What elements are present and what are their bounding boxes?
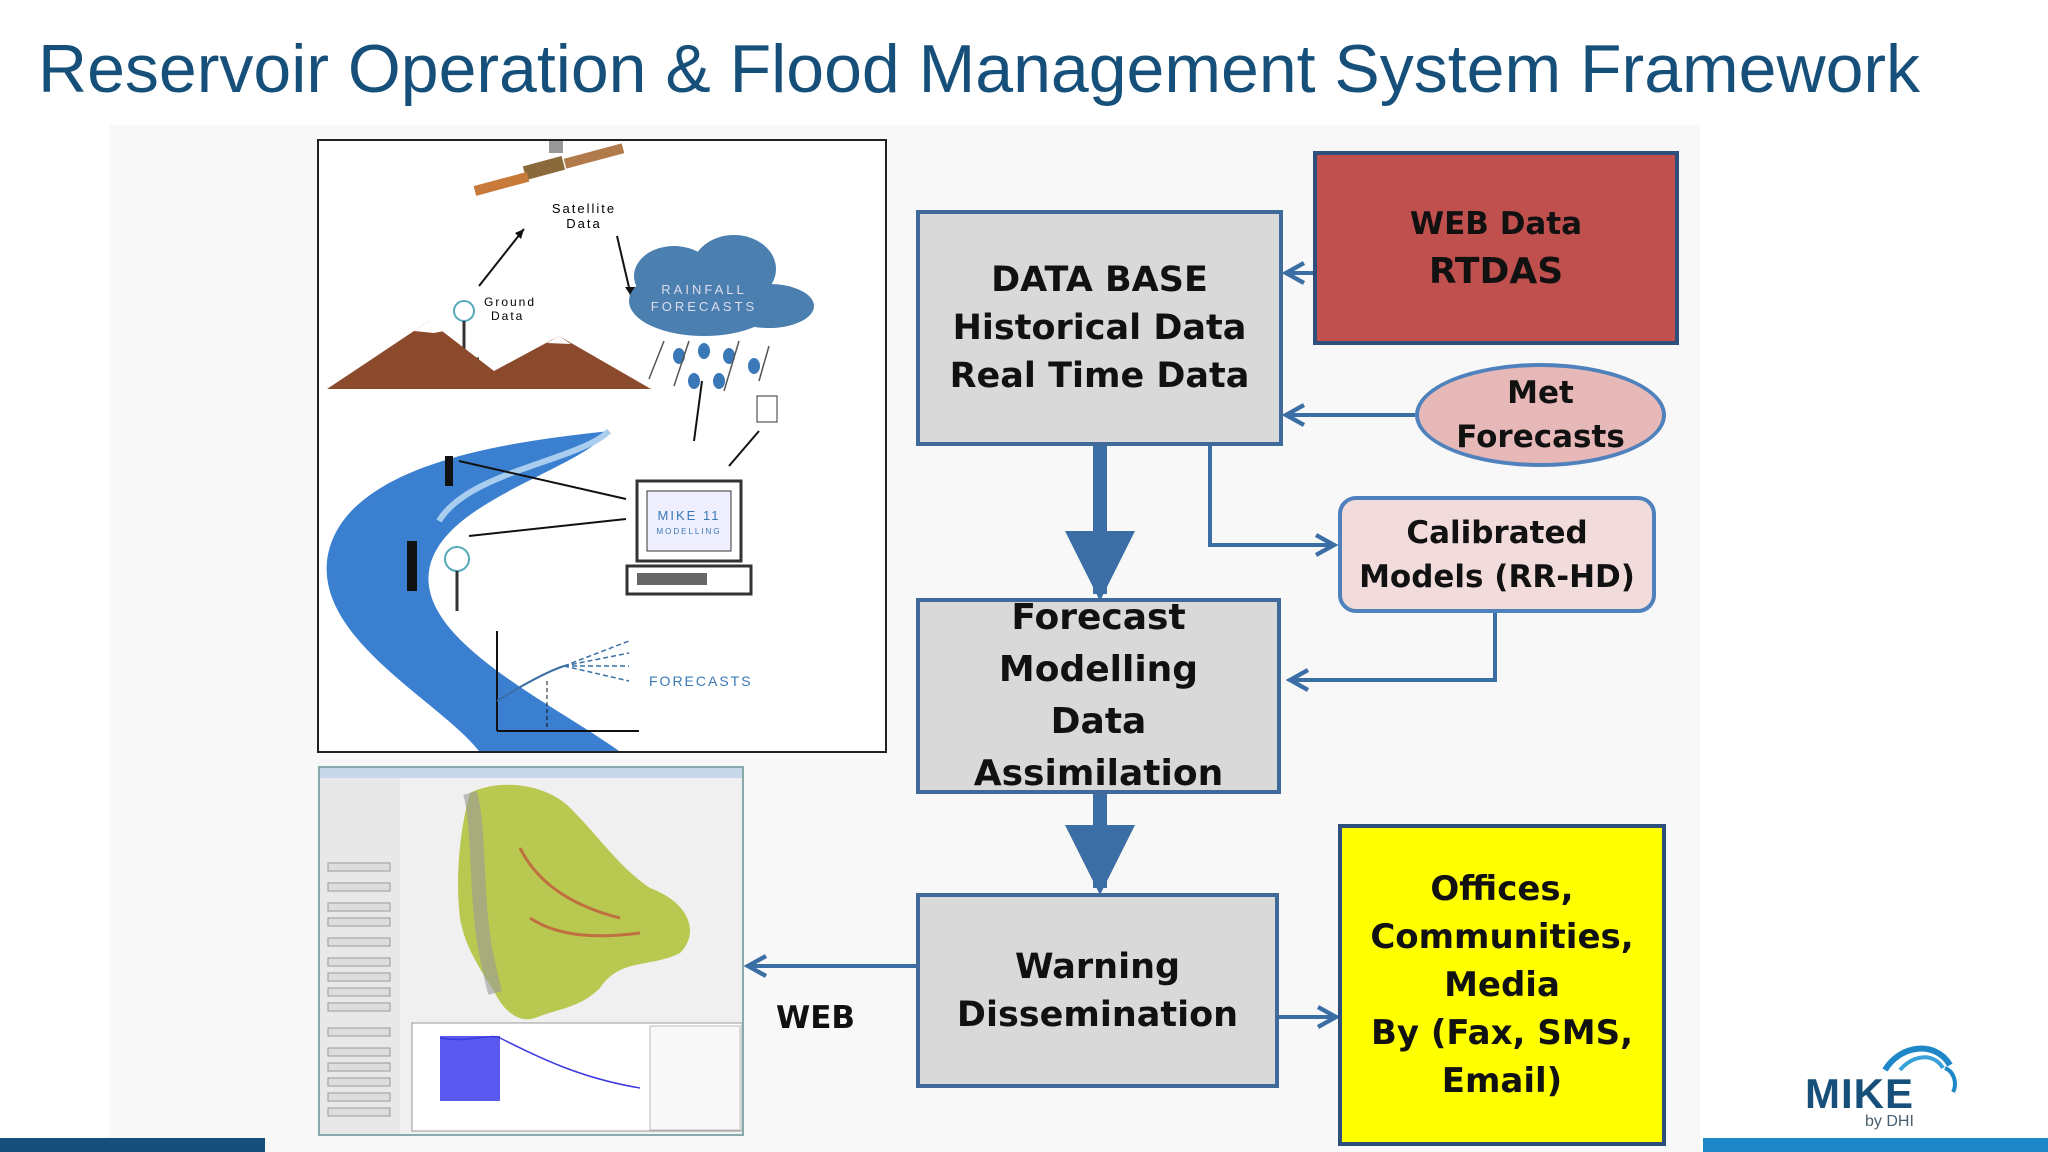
database-line3: Real Time Data [949, 356, 1250, 396]
warning-dissemination-box: Warning Dissemination [916, 893, 1279, 1088]
footer-bar-right [1703, 1138, 2048, 1152]
logo-brand: MIKE [1805, 1070, 1914, 1117]
database-box: DATA BASE Historical Data Real Time Data [916, 210, 1283, 446]
web-software-screenshot [318, 766, 744, 1136]
warning-line2: Dissemination [956, 994, 1239, 1035]
web-data-line2: RTDAS [1428, 251, 1564, 292]
warning-line1: Warning [1014, 946, 1181, 987]
ground-data-label: Data [491, 309, 524, 323]
calibrated-line2: Models (RR-HD) [1359, 558, 1635, 595]
modelling-label: MODELLING [656, 527, 721, 536]
rain-cloud-icon [629, 235, 814, 336]
forecasting-illustration: Satellite Data Ground Data RAINFALL FORE [317, 139, 887, 753]
arrow-calibrated-to-forecast [1290, 613, 1497, 680]
database-line2: Historical Data [952, 308, 1247, 348]
offices-line5: Email) [1441, 1061, 1563, 1101]
graph-forecasts-label: FORECASTS [649, 673, 753, 689]
computer-icon [625, 479, 753, 596]
satellite-icon [473, 141, 625, 196]
forecast-line3: Data Assimilation [973, 701, 1224, 794]
calibrated-models-box: Calibrated Models (RR-HD) [1338, 496, 1656, 613]
sidebar-buttons [327, 862, 391, 1117]
web-label: WEB [776, 1000, 855, 1036]
offices-box: Offices, Communities, Media By (Fax, SMS… [1338, 824, 1666, 1146]
offices-line3: Media [1444, 965, 1560, 1005]
footer-bar-left [0, 1138, 265, 1152]
gauge-icon [445, 456, 453, 486]
river [326, 431, 619, 751]
forecast-modelling-box: Forecast Modelling Data Assimilation [916, 597, 1281, 794]
forecast-line2: Modelling [998, 649, 1199, 690]
mountains [327, 321, 651, 389]
offices-line1: Offices, [1430, 869, 1574, 909]
arrow-db-to-calibrated [1208, 446, 1334, 545]
satellite-label: Satellite [552, 201, 616, 216]
cloud-forecasts-label: FORECASTS [651, 299, 757, 314]
web-data-line1: WEB Data [1409, 206, 1583, 242]
database-line1: DATA BASE [991, 260, 1208, 300]
forecast-line1: Forecast [1011, 597, 1186, 638]
met-line1: Met [1507, 375, 1574, 411]
web-data-box: WEB Data RTDAS [1313, 151, 1679, 345]
logo-sub: by DHI [1865, 1113, 1914, 1130]
offices-line2: Communities, [1370, 917, 1634, 957]
radio-tower-icon [444, 546, 470, 611]
satellite-data-label: Data [566, 216, 601, 231]
page-title: Reservoir Operation & Flood Management S… [38, 31, 1921, 107]
rainfall-label: RAINFALL [661, 282, 746, 297]
offices-line4: By (Fax, SMS, [1370, 1013, 1634, 1053]
met-forecasts-ellipse: Met Forecasts [1415, 363, 1666, 467]
document-icon [756, 395, 778, 423]
mike-logo: MIKE by DHI [1805, 1030, 1965, 1130]
calibrated-line1: Calibrated [1406, 514, 1588, 551]
mike11-label: MIKE 11 [658, 508, 721, 523]
ground-label: Ground [484, 295, 536, 309]
met-line2: Forecasts [1456, 419, 1625, 455]
forecast-graph [496, 631, 639, 732]
